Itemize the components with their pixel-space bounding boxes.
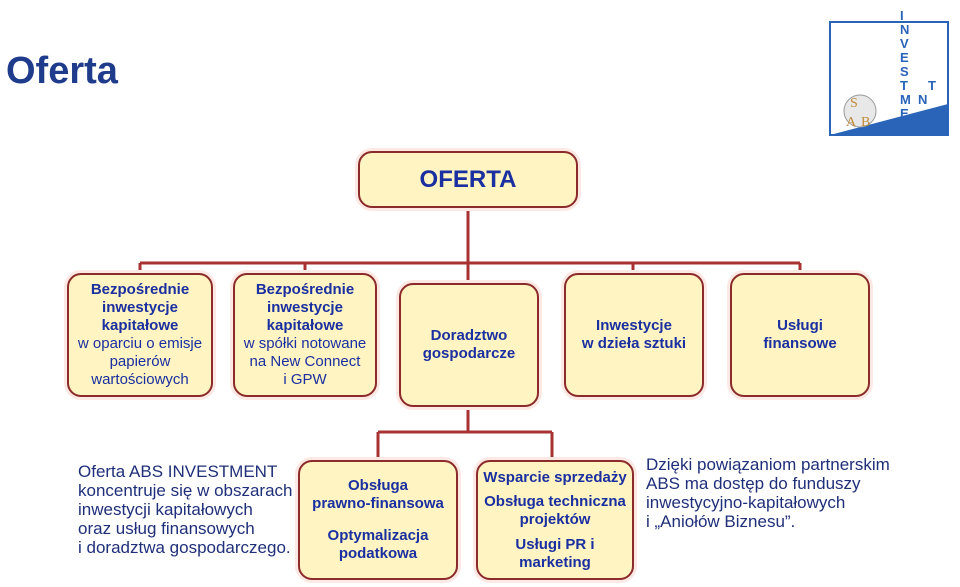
offer-box-financial-services: Usługi finansowe (730, 273, 870, 397)
svg-text:B: B (861, 115, 870, 130)
offer-title: Inwestycje w dzieła sztuki (581, 317, 687, 352)
subservice-box-legal-tax: Obsługa prawno-finansowa Optymalizacja p… (298, 460, 458, 580)
offer-box-consulting: Doradztwo gospodarcze (399, 283, 539, 407)
subservice-item: Obsługa prawno-finansowa (312, 476, 444, 512)
svg-text:E: E (900, 106, 909, 121)
offer-box-direct-investments-emission: Bezpośrednie inwestycje kapitałowe w opa… (67, 273, 213, 397)
svg-text:T: T (900, 78, 908, 93)
offer-subtitle: w oparciu o emisje papierów wartościowyc… (77, 335, 203, 388)
offer-root-label: OFERTA (419, 165, 517, 193)
svg-text:T: T (928, 78, 936, 93)
svg-text:I: I (900, 8, 904, 23)
page-title: Oferta (6, 50, 118, 92)
offer-box-art-investments: Inwestycje w dzieła sztuki (564, 273, 704, 397)
offer-description-note: Oferta ABS INVESTMENT koncentruje się w … (78, 462, 293, 557)
svg-text:V: V (900, 36, 909, 51)
subservice-item: Obsługa techniczna projektów (484, 493, 626, 528)
svg-text:N: N (918, 92, 927, 107)
offer-title: Bezpośrednie inwestycje kapitałowe (255, 281, 355, 334)
offer-title: Usługi finansowe (763, 317, 837, 352)
offer-box-direct-investments-listed: Bezpośrednie inwestycje kapitałowe w spó… (233, 273, 377, 397)
subservice-item: Optymalizacja podatkowa (327, 527, 429, 563)
svg-text:M: M (900, 92, 911, 107)
subservice-item: Usługi PR i marketing (515, 535, 595, 571)
svg-text:N: N (900, 22, 909, 37)
subservice-box-sales-support: Wsparcie sprzedaży Obsługa techniczna pr… (476, 460, 634, 580)
offer-subtitle: w spółki notowane na New Connect i GPW (243, 335, 367, 388)
svg-text:A: A (846, 115, 857, 130)
subservice-item: Wsparcie sprzedaży (483, 468, 627, 486)
partnership-note: Dzięki powiązaniom partnerskim ABS ma do… (646, 455, 890, 531)
offer-root-box: OFERTA (358, 151, 578, 208)
svg-text:S: S (900, 64, 909, 79)
offer-title: Doradztwo gospodarcze (422, 327, 516, 362)
svg-text:E: E (900, 50, 909, 65)
offer-title: Bezpośrednie inwestycje kapitałowe (90, 281, 190, 334)
svg-text:S: S (850, 96, 858, 111)
